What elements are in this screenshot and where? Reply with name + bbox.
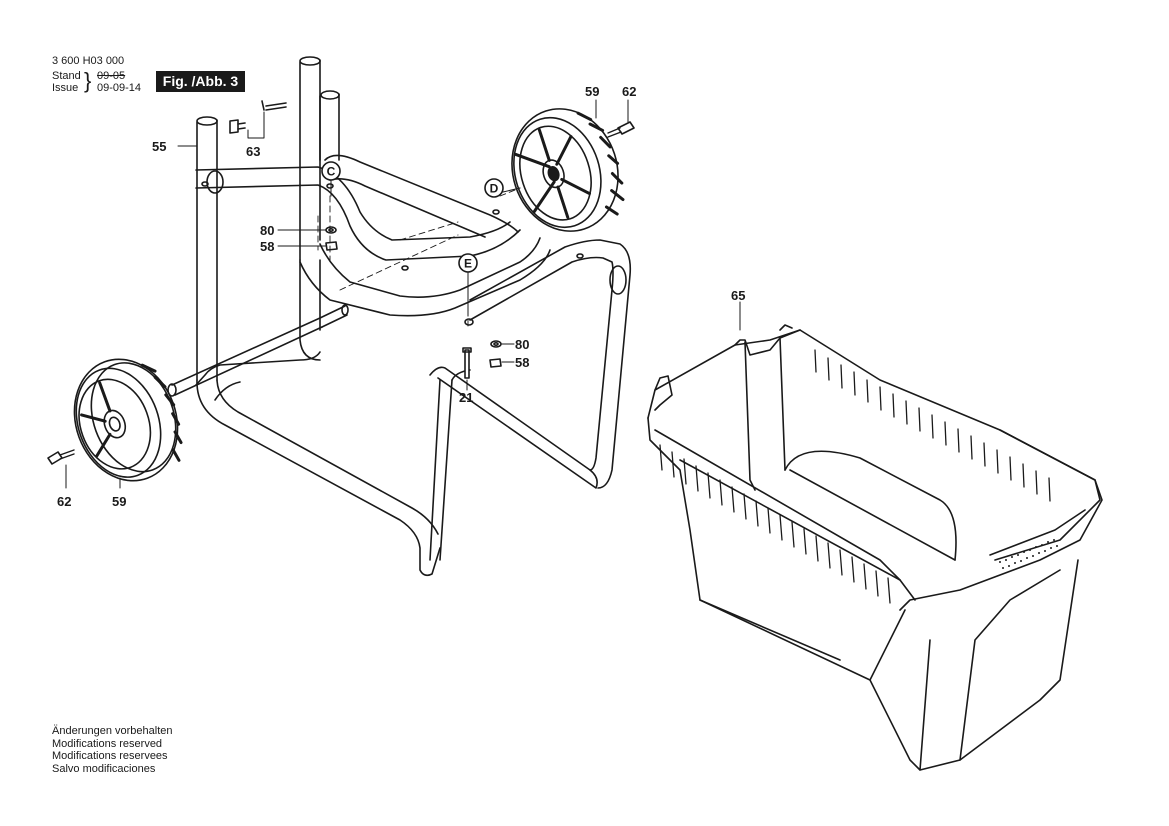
washer-80-upper [325,226,337,234]
nut-58-upper [325,241,338,251]
notice-english: Modifications reserved [52,737,163,750]
callout-65: 65 [731,288,745,303]
marker-c: C [321,161,341,181]
marker-c-label: C [327,165,336,179]
callout-62-right: 62 [622,84,636,99]
issue-label: Issue [52,82,79,94]
notice-german: Änderungen vorbehalten [52,725,173,737]
figure-title: Fig. /Abb. 3 [156,71,245,92]
callout-63: 63 [246,144,260,159]
screw-right [607,121,635,138]
stand-label: Stand [52,70,81,82]
notice-spanish: Salvo modificaciones [52,762,156,775]
callout-62-left: 62 [57,494,71,509]
marker-d: D [484,178,504,198]
callout-59-left: 59 [112,494,126,509]
callout-59-right: 59 [585,84,599,99]
frame-assembly [167,56,632,577]
brace-icon: } [84,68,92,93]
washer-80-lower [490,340,502,348]
bolt-21 [462,347,472,379]
modification-notice: Änderungen vorbehalten Modifications res… [52,725,172,775]
callout-80-upper: 80 [260,223,274,238]
marker-e: E [458,253,478,273]
nut-58-lower [489,358,502,368]
issue-date: 09-09-14 [97,82,142,94]
marker-e-label: E [464,257,472,271]
screw-left [47,449,75,465]
leader-lines [65,99,741,489]
marker-d-label: D [490,182,499,196]
wheel-right [511,108,625,232]
callout-55: 55 [152,139,166,154]
stand-date: 09-05 [97,70,126,82]
document-number: 3 600 H03 000 [52,55,125,67]
screw-63 [229,100,287,134]
wheel-left [73,358,183,482]
catch-box [647,324,1103,771]
callout-80-lower: 80 [515,337,529,352]
callout-21: 21 [459,390,473,405]
notice-french: Modifications reservees [52,750,168,762]
callout-58-lower: 58 [515,355,529,370]
callout-58-upper: 58 [260,239,274,254]
